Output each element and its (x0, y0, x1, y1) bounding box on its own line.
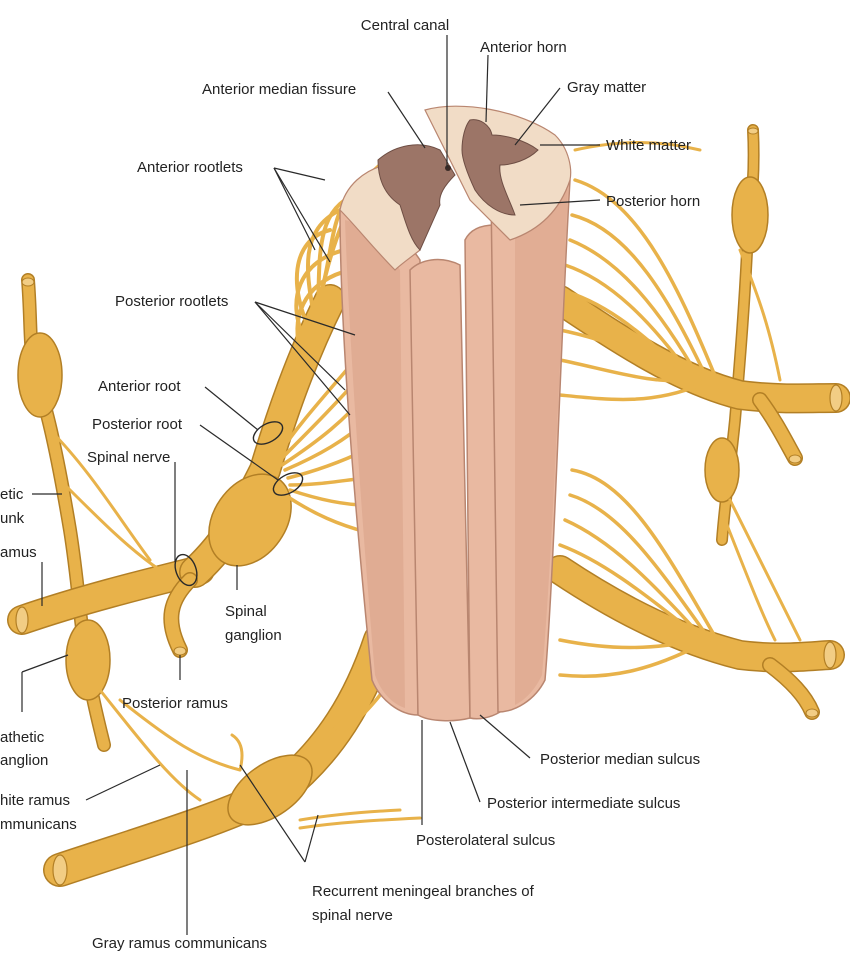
labels: Central canal Anterior horn Anterior med… (0, 17, 700, 952)
label-sympathetic-trunk-2: unk (0, 510, 25, 527)
right-nerve-complex (560, 128, 842, 717)
label-gray-ramus: Gray ramus communicans (92, 935, 267, 952)
label-recurrent-meningeal-2: spinal nerve (312, 907, 393, 924)
label-anterior-rootlets: Anterior rootlets (137, 159, 243, 176)
left-sympathetic-ganglion-upper (18, 333, 62, 417)
left-sympathetic-ganglion-lower (66, 620, 110, 700)
label-posterior-root: Posterior root (92, 416, 183, 433)
label-spinal-ganglion-1: Spinal (225, 603, 267, 620)
label-gray-matter: Gray matter (567, 79, 646, 96)
label-sympathetic-ganglion-2: anglion (0, 752, 48, 769)
label-sympathetic-ganglion-1: athetic (0, 729, 45, 746)
label-posterior-intermediate-sulcus: Posterior intermediate sulcus (487, 795, 680, 812)
label-anterior-root: Anterior root (98, 378, 181, 395)
central-canal-dot (445, 165, 451, 171)
label-spinal-nerve: Spinal nerve (87, 449, 170, 466)
spinal-cord (340, 106, 571, 721)
label-recurrent-meningeal-1: Recurrent meningeal branches of (312, 883, 535, 900)
label-anterior-ramus: amus (0, 544, 37, 561)
label-central-canal: Central canal (361, 17, 449, 34)
label-posterior-median-sulcus: Posterior median sulcus (540, 751, 700, 768)
label-white-ramus-1: hite ramus (0, 792, 70, 809)
label-anterior-median-fissure: Anterior median fissure (202, 81, 356, 98)
label-spinal-ganglion-2: ganglion (225, 627, 282, 644)
label-posterior-horn: Posterior horn (606, 193, 700, 210)
label-posterior-ramus: Posterior ramus (122, 695, 228, 712)
label-white-ramus-2: mmunicans (0, 816, 77, 833)
label-posterolateral-sulcus: Posterolateral sulcus (416, 832, 555, 849)
label-sympathetic-trunk-1: etic (0, 486, 24, 503)
label-anterior-horn: Anterior horn (480, 39, 567, 56)
label-posterior-rootlets: Posterior rootlets (115, 293, 228, 310)
label-white-matter: White matter (606, 137, 691, 154)
